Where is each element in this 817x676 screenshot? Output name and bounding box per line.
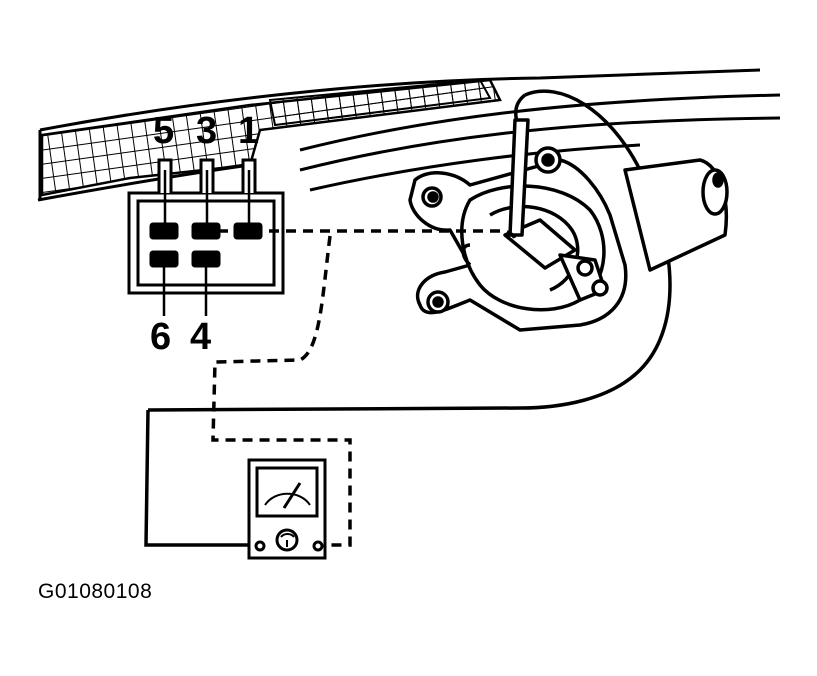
- test-lead-solid: [144, 409, 255, 547]
- pin-label-6: 6: [150, 316, 172, 358]
- pin-label-4: 4: [190, 316, 212, 358]
- pin-label-5: 5: [153, 110, 175, 152]
- test-lead-dashed: [211, 229, 517, 547]
- ohmmeter-icon: [247, 458, 327, 560]
- connector-icon: [127, 158, 285, 316]
- pin-label-1: 1: [238, 110, 260, 152]
- pin-label-3: 3: [196, 110, 218, 152]
- wiper-motor-icon: [147, 89, 729, 412]
- panel-grille: [40, 78, 502, 197]
- figure-id: G01080108: [38, 580, 153, 603]
